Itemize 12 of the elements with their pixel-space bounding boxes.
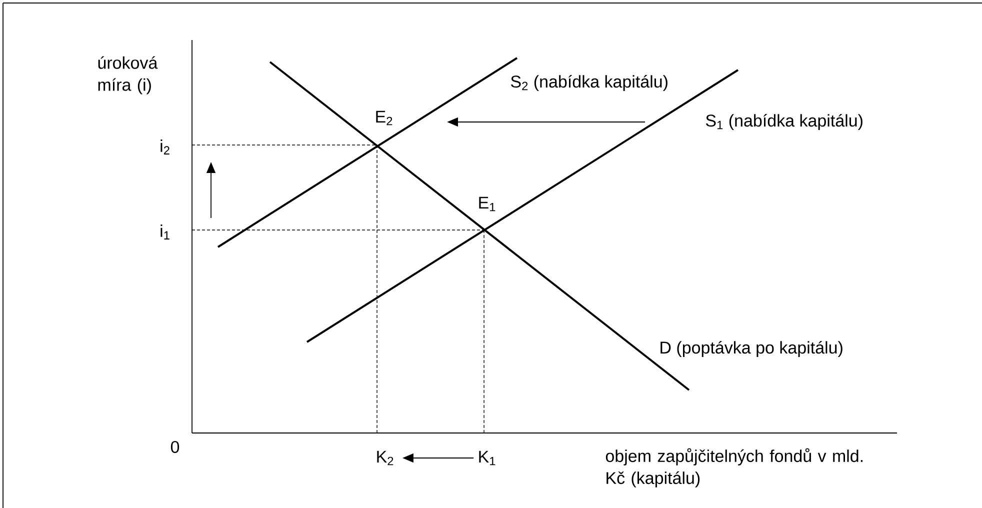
curve-label: S$_{2}$ (nabídka kapitálu) [510, 74, 668, 92]
tick-label: E$_{1}$ [479, 196, 496, 212]
point-label: E$_{2}$ [376, 110, 392, 126]
tick-label: i$_{1}$ [160, 224, 170, 240]
tick-label: K$_{2}$ [377, 450, 394, 466]
curve-label: S$_{1}$ (nabídka kapitálu) [706, 114, 862, 130]
axis-label: úroková míra (i) [98, 56, 158, 94]
tick-label: i$_{2}$ [160, 140, 170, 154]
tick-label: K$_{1}$ [479, 450, 496, 466]
curve-label: D (poptávka po kapitálu) [660, 340, 842, 358]
origin-label: 0 [170, 440, 180, 454]
axis-label: objem zapůjčitelných fondů v mld. Kč (kapitálu) [606, 448, 862, 488]
